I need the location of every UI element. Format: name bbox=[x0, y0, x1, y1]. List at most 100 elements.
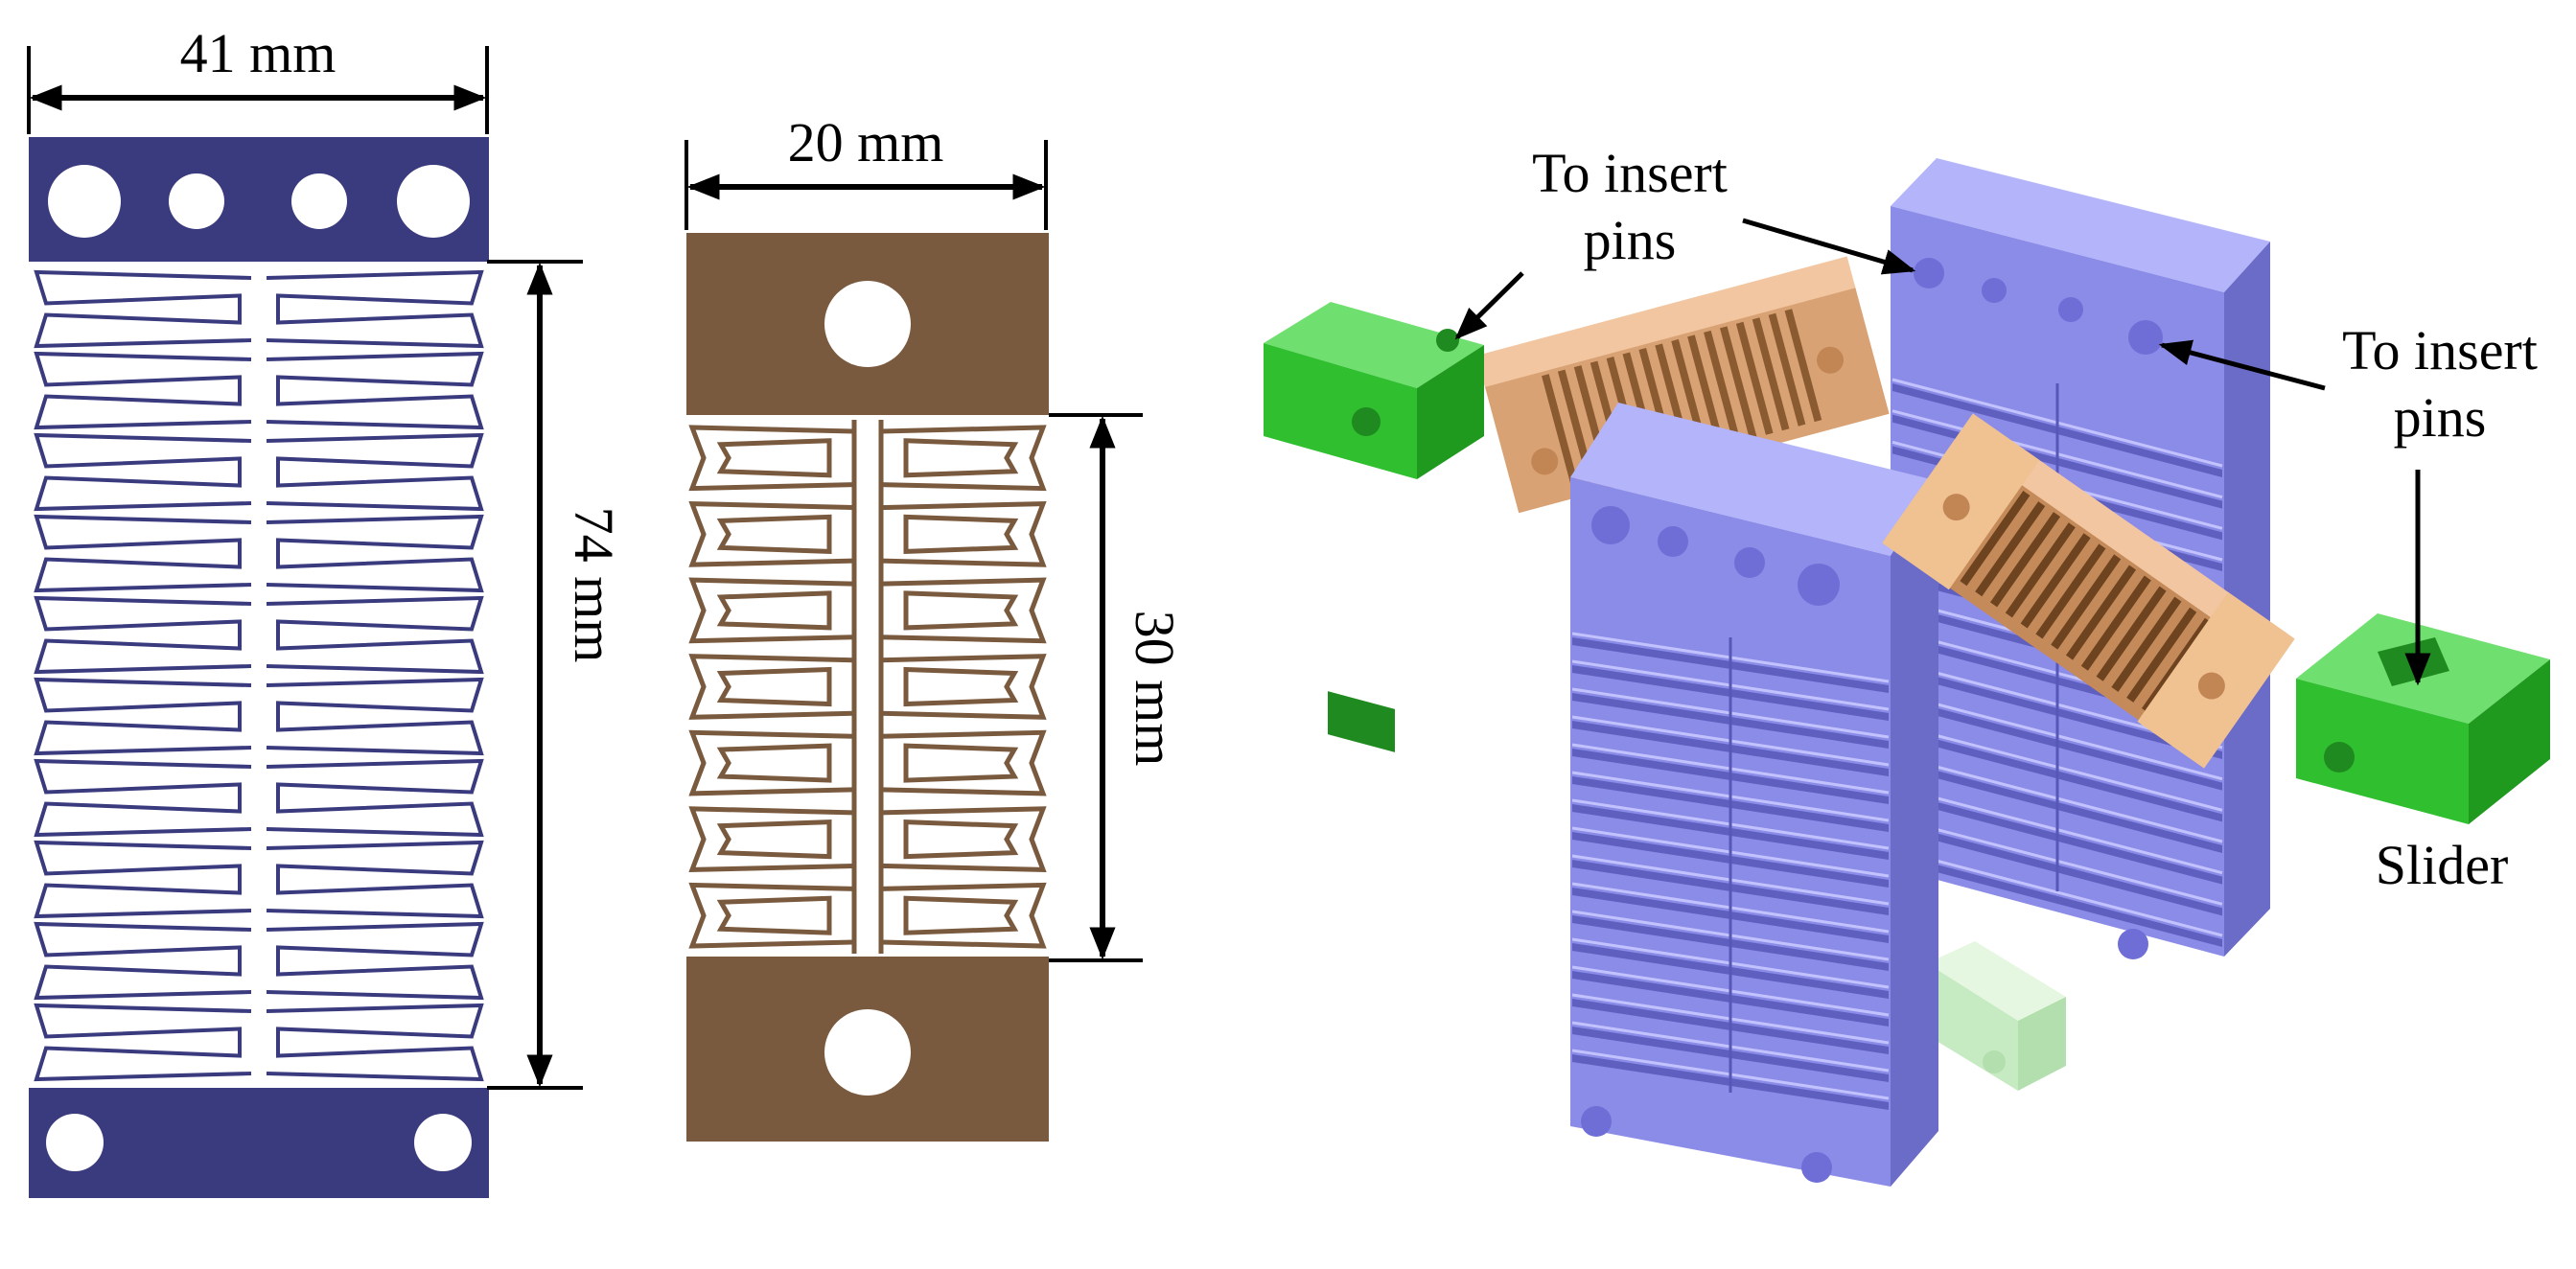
label-to-insert-pins-right-line2: pins bbox=[2394, 386, 2487, 449]
back-column-side-face bbox=[2224, 242, 2270, 957]
slider-left-side bbox=[1417, 345, 1484, 479]
middle-flexure-beam bbox=[688, 729, 855, 796]
left-top-hole bbox=[48, 165, 121, 238]
left-flexure-beam bbox=[266, 758, 484, 838]
tan-part-tooth bbox=[1735, 321, 1774, 435]
left-flexure-beam bbox=[266, 677, 484, 756]
column-rib-groove bbox=[1892, 853, 2222, 947]
tan-part-tooth bbox=[2035, 543, 2106, 639]
tan-part-tooth bbox=[1784, 309, 1822, 423]
left-flexure-beam bbox=[34, 351, 252, 430]
front-column-top-face bbox=[1570, 403, 1938, 556]
left-spring-drawing: 41 mm 74 mm bbox=[27, 22, 625, 1198]
left-flexure-beam bbox=[266, 921, 484, 1001]
assembly-render: To insert pins To insert pins Slider bbox=[1264, 142, 2550, 1187]
tan-part-tooth bbox=[1542, 374, 1579, 488]
middle-flexure-beam bbox=[880, 500, 1047, 567]
tan-part-left-top bbox=[1476, 256, 1856, 387]
middle-flexure-beam bbox=[880, 806, 1047, 873]
slider-left-hole bbox=[1352, 407, 1381, 436]
tan-part-left-hole bbox=[1531, 448, 1559, 475]
slider-left bbox=[1264, 302, 1484, 752]
left-top-hole bbox=[397, 165, 470, 238]
left-bottom-plate bbox=[29, 1088, 489, 1198]
tan-part-tooth bbox=[2126, 607, 2197, 703]
front-column-hole bbox=[1734, 547, 1765, 578]
left-flexure-beam bbox=[266, 840, 484, 919]
left-flexure-beam bbox=[266, 432, 484, 512]
middle-width-label: 20 mm bbox=[788, 111, 944, 173]
front-column-hole bbox=[1591, 506, 1630, 544]
tan-part-tooth bbox=[2065, 565, 2137, 660]
middle-flexure-pattern bbox=[688, 420, 1047, 954]
left-flexure-beam bbox=[34, 1003, 252, 1082]
left-top-hole bbox=[169, 173, 224, 229]
left-flexure-beam bbox=[34, 432, 252, 512]
middle-bottom-hole bbox=[824, 1009, 911, 1096]
back-column-hole bbox=[2128, 320, 2163, 355]
tan-part-tooth bbox=[2080, 575, 2151, 671]
faded-slider-block bbox=[1927, 941, 2066, 1091]
tan-part-tooth bbox=[1768, 312, 1806, 427]
tan-part-tooth bbox=[1687, 335, 1725, 449]
arrow-pins-left-to-column bbox=[1742, 218, 1916, 275]
slider-right bbox=[2296, 613, 2550, 824]
faded-slider-hole bbox=[1983, 1050, 2006, 1073]
left-flexure-pattern bbox=[34, 269, 484, 1082]
back-column-hole bbox=[2058, 297, 2083, 322]
slider-right-side bbox=[2469, 659, 2550, 824]
tan-part-right-hole bbox=[1942, 494, 1970, 521]
tan-part-tooth bbox=[1704, 330, 1741, 444]
tan-part-tooth bbox=[1719, 326, 1757, 440]
middle-flexure-beam bbox=[688, 577, 855, 644]
left-flexure-beam bbox=[34, 514, 252, 593]
slider-right-front bbox=[2296, 679, 2469, 824]
back-column-hole bbox=[2118, 929, 2148, 959]
label-to-insert-pins-left-line2: pins bbox=[1584, 209, 1677, 271]
front-column-ribs bbox=[1571, 632, 1890, 1110]
middle-flexure-beam bbox=[880, 654, 1047, 720]
slider-right-hole bbox=[2324, 742, 2355, 773]
tan-part-left-hole bbox=[1817, 346, 1845, 374]
tan-part-tooth bbox=[2005, 522, 2076, 618]
tan-part-right bbox=[1882, 413, 2295, 769]
middle-flexure-beam bbox=[880, 882, 1047, 949]
left-bottom-hole bbox=[414, 1114, 472, 1171]
middle-flexure-beam bbox=[880, 729, 1047, 796]
slider-left-slot bbox=[1328, 691, 1395, 752]
tan-part-tooth bbox=[1752, 317, 1790, 431]
back-column-hole bbox=[1914, 258, 1944, 288]
arrow-pins-right-to-column bbox=[2158, 339, 2326, 391]
arrow-pins-left-to-slider bbox=[1454, 271, 1524, 340]
middle-height-label: 30 mm bbox=[1124, 611, 1186, 767]
tan-part-tooth bbox=[2020, 533, 2091, 629]
middle-flexure-beam bbox=[880, 425, 1047, 492]
faded-slider-side bbox=[2018, 997, 2066, 1091]
tan-part-tooth bbox=[2111, 596, 2182, 692]
front-column-hole bbox=[1801, 1152, 1832, 1183]
tan-part-tooth bbox=[1975, 501, 2046, 597]
middle-spring-drawing: 20 mm 30 mm bbox=[685, 111, 1186, 1142]
left-bottom-hole bbox=[46, 1114, 104, 1171]
middle-top-hole bbox=[824, 281, 911, 367]
left-top-hole bbox=[291, 173, 347, 229]
left-flexure-beam bbox=[266, 514, 484, 593]
left-flexure-beam bbox=[266, 269, 484, 349]
left-flexure-beam bbox=[266, 595, 484, 675]
front-column-hole bbox=[1658, 526, 1688, 557]
middle-flexure-beam bbox=[688, 425, 855, 492]
front-column bbox=[1570, 403, 1938, 1187]
tan-part-tooth bbox=[2096, 586, 2167, 681]
label-to-insert-pins-left-line1: To insert bbox=[1532, 142, 1728, 204]
left-flexure-beam bbox=[34, 269, 252, 349]
slider-left-front bbox=[1264, 343, 1417, 479]
tan-part-right-top bbox=[1962, 419, 2287, 658]
left-flexure-beam bbox=[266, 1003, 484, 1082]
left-height-label: 74 mm bbox=[563, 507, 625, 663]
tan-part-tooth bbox=[1960, 491, 2031, 587]
back-column-hole bbox=[1982, 278, 2007, 303]
tan-part-tooth bbox=[1989, 512, 2061, 608]
label-to-insert-pins-right-line1: To insert bbox=[2342, 319, 2538, 381]
tan-part-right-hole bbox=[2197, 672, 2225, 700]
